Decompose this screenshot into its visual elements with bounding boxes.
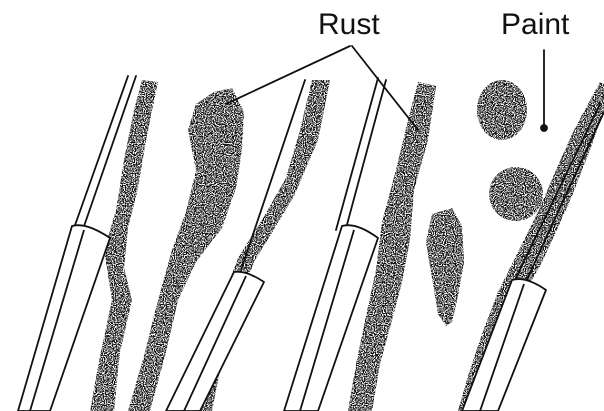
rust-leader-left [226, 46, 350, 104]
paint-label: Paint [501, 10, 569, 40]
paint-blob-teardrop [426, 208, 464, 326]
profile-4 [462, 279, 546, 411]
rust-leader-right [352, 46, 418, 130]
paint-blob-top [477, 80, 527, 140]
paint-leader-dot [541, 125, 547, 131]
rust-label: Rust [318, 10, 380, 40]
edge-3a [336, 78, 378, 230]
paint-blob-middle [489, 167, 543, 221]
edge-3b [345, 80, 386, 232]
